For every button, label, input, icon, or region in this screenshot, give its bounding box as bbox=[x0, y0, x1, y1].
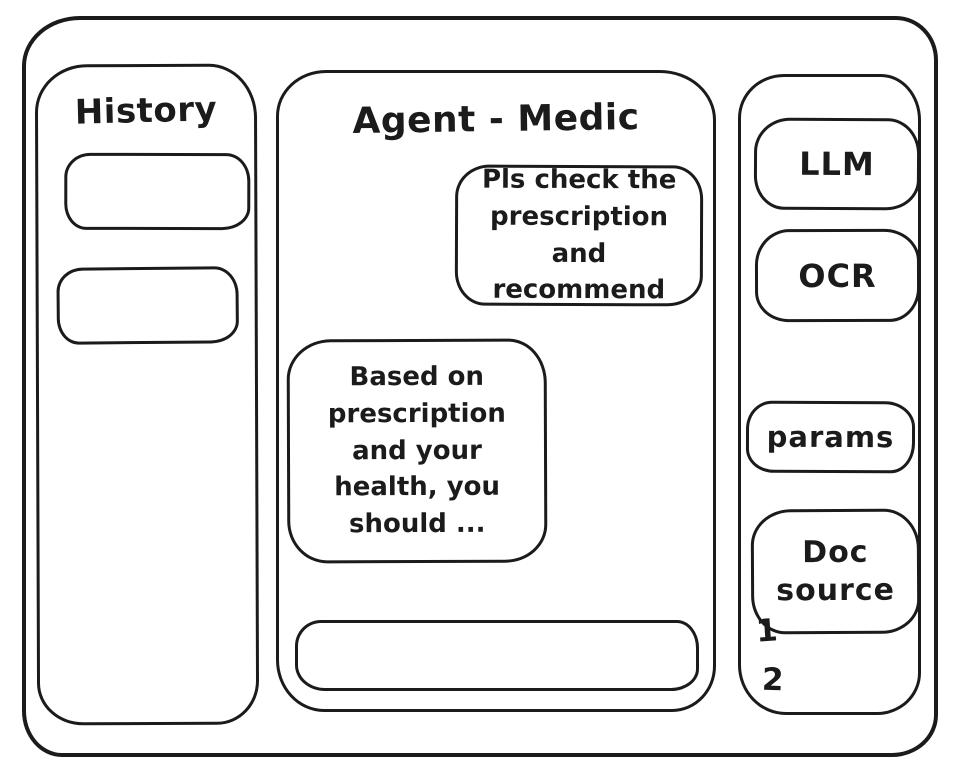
doc-source-item-2[interactable]: 2 bbox=[761, 661, 785, 699]
params-button[interactable]: params bbox=[745, 400, 916, 474]
history-panel: History bbox=[34, 63, 260, 726]
chat-message-assistant: Based on prescription and your health, y… bbox=[286, 338, 548, 564]
chat-panel: Agent - Medic Pls check the prescription… bbox=[276, 70, 716, 712]
chat-input[interactable] bbox=[295, 620, 699, 691]
chat-message-user: Pls check the prescription and recommend bbox=[454, 164, 704, 307]
llm-button[interactable]: LLM bbox=[753, 117, 921, 211]
tools-panel: LLM OCR params Doc source 1 2 bbox=[738, 74, 921, 715]
chat-panel-title: Agent - Medic bbox=[352, 96, 640, 143]
history-panel-title: History bbox=[74, 89, 218, 133]
history-item[interactable] bbox=[64, 152, 251, 231]
chat-message-assistant-text: Based on prescription and your health, y… bbox=[327, 361, 506, 540]
doc-source-item-1[interactable]: 1 bbox=[754, 612, 779, 650]
history-item[interactable] bbox=[56, 266, 240, 345]
ocr-button[interactable]: OCR bbox=[754, 228, 921, 323]
chat-message-user-text: Pls check the prescription and recommend bbox=[481, 164, 677, 306]
